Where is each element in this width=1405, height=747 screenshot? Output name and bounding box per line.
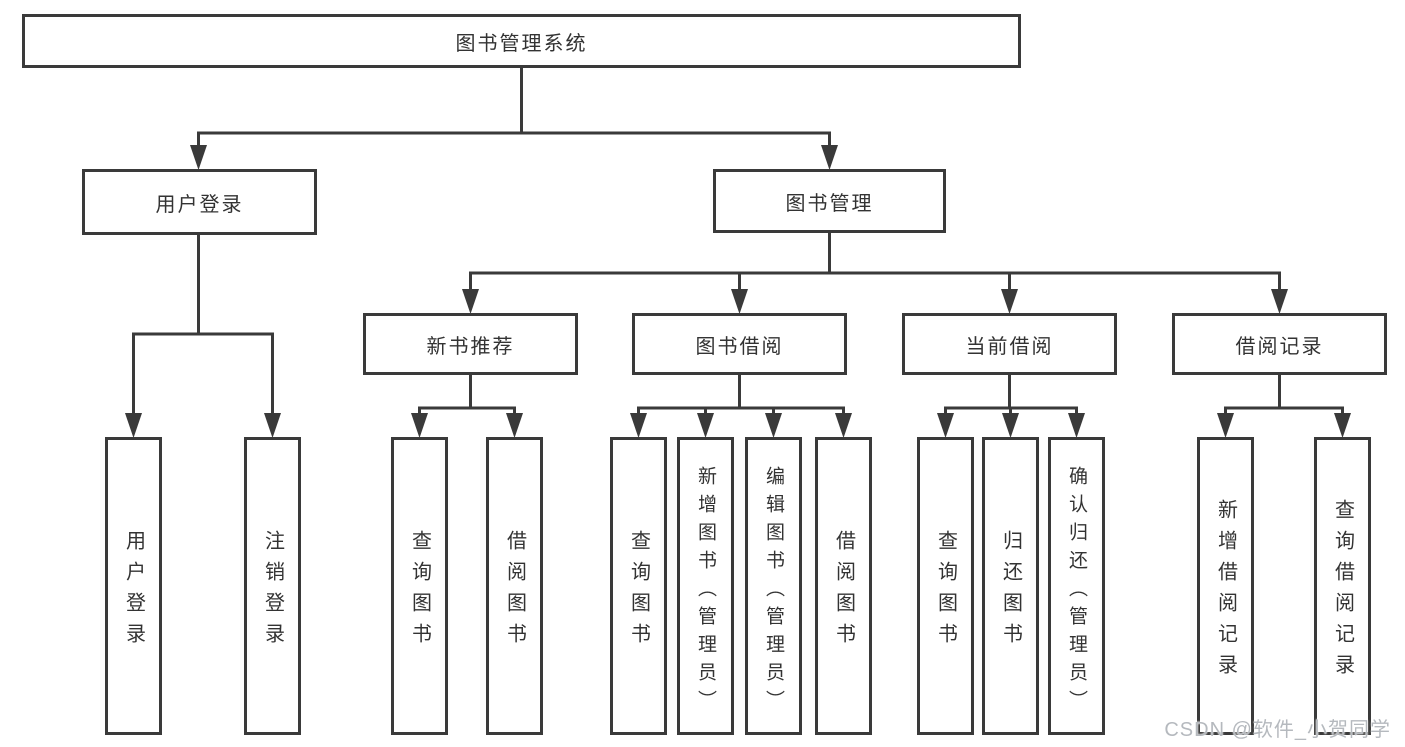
leaf-node-user-login: 用户登录 (105, 437, 162, 735)
leaf-node-query-borrow-record: 查询借阅记录 (1314, 437, 1371, 735)
leaf-node-edit-book-admin: 编辑图书（管理员） (745, 437, 802, 735)
branch-node-borrow-records: 借阅记录 (1172, 313, 1387, 375)
leaf-query-book-recommend-label: 查询图书 (408, 529, 431, 654)
leaf-return-book-label: 归还图书 (999, 529, 1022, 654)
leaf-add-borrow-record-label: 新增借阅记录 (1214, 498, 1237, 685)
leaf-user-login-label: 用户登录 (122, 529, 145, 654)
branch-new-book-recommend-label: 新书推荐 (426, 335, 515, 358)
leaf-node-borrow-book: 借阅图书 (815, 437, 872, 735)
leaf-node-add-borrow-record: 新增借阅记录 (1197, 437, 1254, 735)
leaf-node-query-book-current: 查询图书 (917, 437, 974, 735)
leaf-node-query-book-recommend: 查询图书 (391, 437, 448, 735)
branch-borrow-records-label: 借阅记录 (1235, 335, 1324, 358)
leaf-node-borrow-book-recommend: 借阅图书 (486, 437, 543, 735)
root-node-label: 图书管理系统 (455, 32, 588, 55)
leaf-query-book-current-label: 查询图书 (934, 529, 957, 654)
leaf-query-book-borrow-label: 查询图书 (627, 529, 650, 654)
leaf-borrow-book-label: 借阅图书 (832, 529, 855, 654)
leaf-node-query-book-borrow: 查询图书 (610, 437, 667, 735)
leaf-node-confirm-return-admin: 确认归还（管理员） (1048, 437, 1105, 735)
csdn-watermark: CSDN @软件_小贺同学 (1164, 719, 1391, 741)
branch-node-user-login: 用户登录 (82, 169, 317, 235)
branch-node-new-book-recommend: 新书推荐 (363, 313, 578, 375)
leaf-query-borrow-record-label: 查询借阅记录 (1331, 498, 1354, 685)
branch-book-management-label: 图书管理 (785, 192, 874, 215)
leaf-add-book-admin-label: 新增图书（管理员） (695, 465, 716, 718)
leaf-logout-label: 注销登录 (261, 529, 284, 654)
branch-user-login-label: 用户登录 (155, 193, 244, 216)
root-node-library-system: 图书管理系统 (22, 14, 1021, 68)
leaf-confirm-return-admin-label: 确认归还（管理员） (1066, 465, 1087, 718)
branch-node-current-borrow: 当前借阅 (902, 313, 1117, 375)
branch-book-borrow-label: 图书借阅 (695, 335, 784, 358)
leaf-node-logout: 注销登录 (244, 437, 301, 735)
leaf-borrow-book-recommend-label: 借阅图书 (503, 529, 526, 654)
leaf-node-add-book-admin: 新增图书（管理员） (677, 437, 734, 735)
branch-node-book-management: 图书管理 (713, 169, 946, 233)
branch-current-borrow-label: 当前借阅 (965, 335, 1054, 358)
branch-node-book-borrow: 图书借阅 (632, 313, 847, 375)
leaf-edit-book-admin-label: 编辑图书（管理员） (763, 465, 784, 718)
leaf-node-return-book: 归还图书 (982, 437, 1039, 735)
